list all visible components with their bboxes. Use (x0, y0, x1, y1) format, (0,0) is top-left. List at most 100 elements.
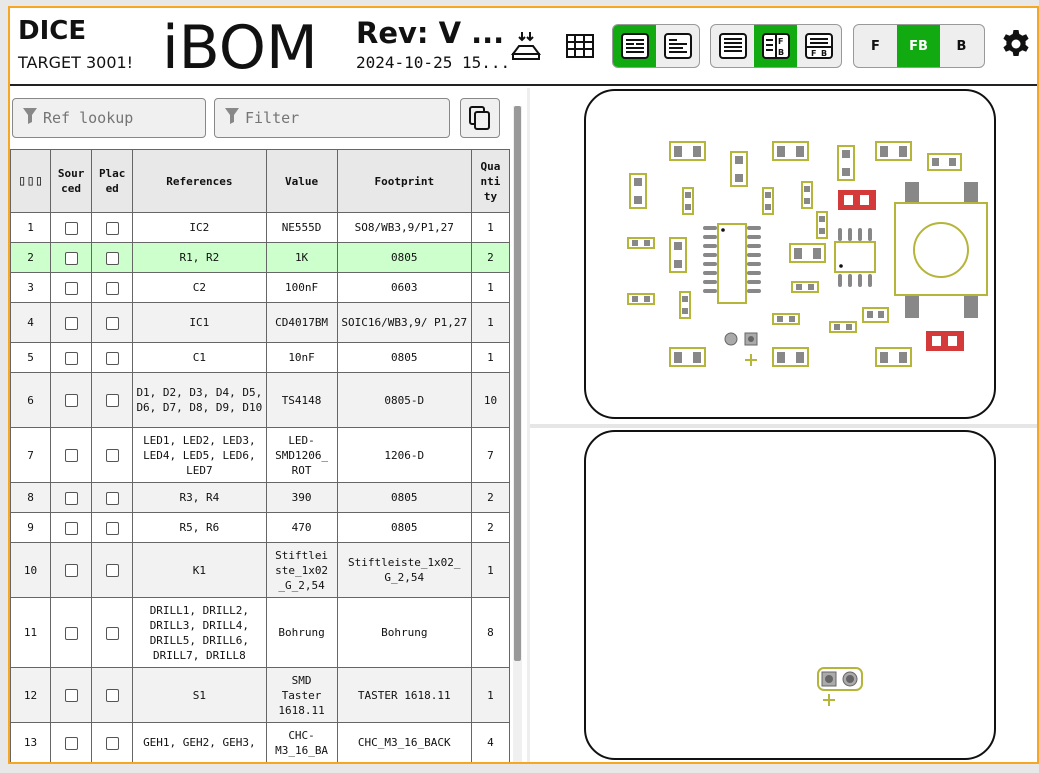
sourced-checkbox[interactable] (64, 351, 78, 365)
sourced-checkbox[interactable] (64, 449, 78, 462)
placed-checkbox[interactable] (105, 564, 119, 577)
bom-top-bottom-icon[interactable] (656, 25, 699, 67)
placed-checkbox[interactable] (105, 351, 119, 365)
bom-left-right-icon[interactable] (613, 25, 656, 67)
pane-divider[interactable] (527, 88, 530, 762)
placed-checkbox-cell[interactable] (91, 597, 134, 668)
sourced-checkbox-cell[interactable] (50, 722, 93, 762)
sourced-checkbox-cell[interactable] (50, 372, 93, 428)
references-header[interactable]: References (132, 149, 267, 213)
placed-checkbox-cell[interactable] (91, 342, 134, 373)
sourced-checkbox[interactable] (64, 316, 78, 330)
placed-checkbox[interactable] (105, 491, 119, 505)
sourced-checkbox[interactable] (64, 521, 78, 535)
layer-back-button[interactable]: B (956, 38, 967, 54)
bom-left-right-split-icon[interactable]: F B (754, 25, 797, 67)
svg-text:B: B (821, 49, 827, 58)
placed-checkbox-cell[interactable] (91, 667, 134, 723)
sourced-checkbox[interactable] (64, 689, 78, 702)
bom-top-bottom-split-icon[interactable]: F B (797, 25, 840, 67)
ref-lookup-field[interactable] (12, 98, 206, 138)
sourced-header[interactable]: Sour ced (50, 149, 93, 213)
placed-checkbox[interactable] (105, 449, 119, 462)
sourced-checkbox-cell[interactable] (50, 542, 93, 598)
sourced-checkbox[interactable] (64, 626, 78, 640)
sourced-checkbox[interactable] (64, 281, 78, 295)
placed-checkbox-cell[interactable] (91, 242, 134, 273)
placed-checkbox[interactable] (105, 626, 119, 640)
sourced-checkbox-cell[interactable] (50, 272, 93, 303)
placed-checkbox[interactable] (105, 221, 119, 235)
placed-checkbox-cell[interactable] (91, 542, 134, 598)
placed-checkbox[interactable] (105, 689, 119, 702)
sourced-checkbox-cell[interactable] (50, 302, 93, 343)
canvas-divider[interactable] (530, 424, 1039, 428)
placed-checkbox[interactable] (105, 521, 119, 535)
placed-checkbox-cell[interactable] (91, 302, 134, 343)
placed-checkbox[interactable] (105, 251, 119, 265)
sourced-checkbox[interactable] (64, 394, 78, 407)
back-board[interactable] (584, 430, 996, 760)
placed-checkbox-cell[interactable] (91, 427, 134, 483)
sourced-checkbox-cell[interactable] (50, 597, 93, 668)
quantity-header[interactable]: Qua nti ty (470, 149, 511, 213)
placed-checkbox[interactable] (105, 736, 119, 750)
placed-checkbox-cell[interactable] (91, 212, 134, 243)
value-header[interactable]: Value (265, 149, 338, 213)
fab-icon[interactable] (506, 26, 546, 66)
sourced-checkbox-cell[interactable] (50, 242, 93, 273)
sourced-checkbox-cell[interactable] (50, 512, 93, 543)
sort-index-header[interactable]: ▯▯▯ (10, 149, 52, 213)
grid-icon[interactable] (560, 26, 600, 66)
footprint-header[interactable]: Footprint (336, 149, 472, 213)
placed-checkbox-cell[interactable] (91, 722, 134, 762)
sourced-checkbox[interactable] (64, 564, 78, 577)
placed-checkbox-cell[interactable] (91, 482, 134, 513)
sourced-checkbox[interactable] (64, 251, 78, 265)
ref-lookup-input[interactable] (43, 109, 203, 127)
placed-checkbox-cell[interactable] (91, 512, 134, 543)
placed-checkbox-cell[interactable] (91, 372, 134, 428)
bom-only-icon[interactable] (711, 25, 754, 67)
sourced-checkbox-cell[interactable] (50, 212, 93, 243)
sourced-checkbox[interactable] (64, 221, 78, 235)
svg-text:F: F (811, 49, 816, 58)
sourced-checkbox-cell[interactable] (50, 482, 93, 513)
placed-checkbox-cell[interactable] (91, 272, 134, 303)
row-references: DRILL1, DRILL2, DRILL3, DRILL4, DRILL5, … (132, 597, 267, 668)
row-quantity: 2 (470, 512, 511, 543)
sourced-checkbox[interactable] (64, 736, 78, 750)
sourced-checkbox-cell[interactable] (50, 667, 93, 723)
layer-front-button[interactable]: F (871, 38, 880, 54)
pcb-canvas[interactable] (530, 88, 1039, 764)
scroll-thumb[interactable] (514, 106, 521, 661)
filter-input[interactable] (245, 109, 405, 127)
layer-both-button[interactable]: FB (897, 25, 940, 67)
filter-field[interactable] (214, 98, 450, 138)
placed-checkbox[interactable] (105, 394, 119, 407)
placed-checkbox[interactable] (105, 281, 119, 295)
sourced-checkbox-cell[interactable] (50, 342, 93, 373)
sourced-checkbox[interactable] (64, 491, 78, 505)
bom-scrollbar[interactable] (513, 106, 522, 762)
placed-checkbox[interactable] (105, 316, 119, 330)
row-index: 10 (10, 542, 52, 598)
copy-icon[interactable] (460, 98, 500, 138)
sourced-checkbox-cell[interactable] (50, 427, 93, 483)
placed-header[interactable]: Plac ed (91, 149, 134, 213)
front-board[interactable] (584, 89, 996, 419)
gear-icon[interactable] (1000, 28, 1032, 64)
